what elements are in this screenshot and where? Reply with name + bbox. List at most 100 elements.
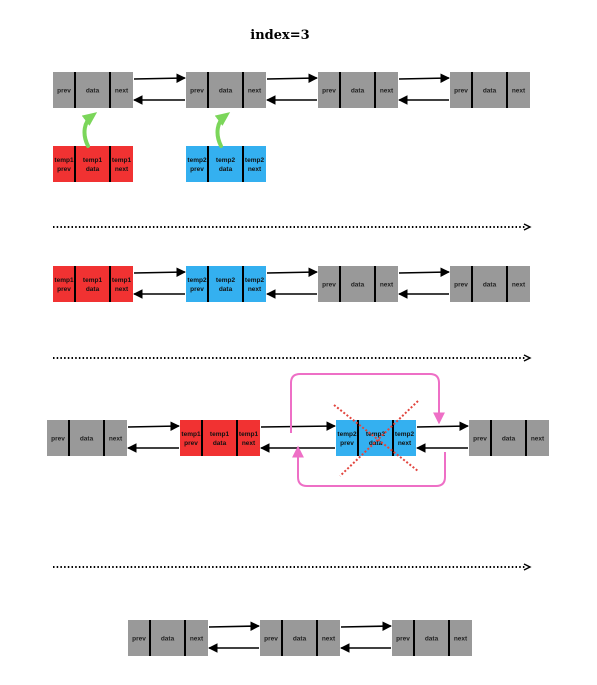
next-arrow bbox=[133, 73, 186, 83]
field-label: temp2 bbox=[187, 277, 207, 284]
next-arrow bbox=[208, 621, 260, 631]
node-box bbox=[53, 146, 133, 182]
field-label: prev bbox=[57, 286, 71, 293]
field-label: data bbox=[351, 282, 365, 289]
field-label: prev bbox=[190, 166, 204, 173]
field-label: temp2 bbox=[245, 157, 265, 164]
next-arrow bbox=[416, 421, 469, 431]
field-label: temp1 bbox=[210, 431, 230, 438]
field-label: data bbox=[80, 436, 94, 443]
field-label: temp1 bbox=[54, 157, 74, 164]
field-label: data bbox=[369, 440, 383, 447]
node-box bbox=[53, 266, 133, 302]
field-label: temp1 bbox=[239, 431, 259, 438]
field-label: next bbox=[398, 440, 412, 447]
pointer-arrow bbox=[214, 112, 231, 148]
delete-cross bbox=[333, 404, 419, 472]
field-label: temp2 bbox=[366, 431, 386, 438]
field-label: data bbox=[219, 286, 233, 293]
field-label: data bbox=[293, 636, 307, 643]
node-gray: prev data next bbox=[186, 72, 266, 108]
node-box bbox=[392, 620, 472, 656]
node-box bbox=[318, 266, 398, 302]
node-box bbox=[260, 620, 340, 656]
field-label: temp2 bbox=[216, 157, 236, 164]
field-label: temp1 bbox=[181, 431, 201, 438]
node-gray: prev data next bbox=[318, 72, 398, 108]
field-label: temp2 bbox=[245, 277, 265, 284]
field-label: prev bbox=[264, 636, 278, 643]
field-label: prev bbox=[454, 88, 468, 95]
field-label: prev bbox=[57, 166, 71, 173]
field-label: next bbox=[454, 636, 468, 643]
field-label: data bbox=[86, 88, 100, 95]
node-box bbox=[47, 420, 127, 456]
field-label: temp1 bbox=[54, 277, 74, 284]
field-label: next bbox=[531, 436, 545, 443]
field-label: prev bbox=[190, 88, 204, 95]
field-label: prev bbox=[132, 636, 146, 643]
node-box bbox=[186, 72, 266, 108]
pointer-arrow bbox=[81, 112, 98, 148]
field-label: next bbox=[115, 286, 129, 293]
field-label: prev bbox=[322, 282, 336, 289]
links-layer bbox=[127, 73, 469, 653]
field-label: prev bbox=[190, 286, 204, 293]
node-box bbox=[186, 266, 266, 302]
node-box bbox=[128, 620, 208, 656]
next-arrow bbox=[127, 421, 180, 431]
next-arrow bbox=[260, 421, 336, 431]
separator-arrowhead bbox=[523, 354, 532, 362]
separator-arrowhead bbox=[523, 223, 532, 231]
node-box bbox=[318, 72, 398, 108]
field-label: temp1 bbox=[112, 157, 132, 164]
field-label: next bbox=[248, 166, 262, 173]
field-label: data bbox=[161, 636, 175, 643]
node-gray: prev data next bbox=[47, 420, 127, 456]
field-label: prev bbox=[51, 436, 65, 443]
field-label: data bbox=[86, 166, 100, 173]
field-label: temp2 bbox=[337, 431, 357, 438]
bypass-prev-arrow bbox=[292, 445, 446, 487]
field-label: next bbox=[248, 286, 262, 293]
bypass-next-arrow bbox=[290, 373, 445, 433]
diagram-title: index=3 bbox=[250, 28, 309, 43]
field-label: data bbox=[219, 88, 233, 95]
field-label: data bbox=[213, 440, 227, 447]
field-label: temp1 bbox=[112, 277, 132, 284]
node-box bbox=[450, 72, 530, 108]
node-box bbox=[186, 146, 266, 182]
field-label: data bbox=[483, 282, 497, 289]
node-box bbox=[53, 72, 133, 108]
field-label: next bbox=[512, 282, 526, 289]
field-label: next bbox=[242, 440, 256, 447]
field-label: prev bbox=[473, 436, 487, 443]
overlay-layer bbox=[53, 112, 532, 571]
field-label: prev bbox=[340, 440, 354, 447]
field-label: data bbox=[351, 88, 365, 95]
field-label: next bbox=[380, 88, 394, 95]
node-box bbox=[180, 420, 260, 456]
field-label: temp1 bbox=[83, 157, 103, 164]
separator-arrowhead bbox=[523, 563, 532, 571]
nodes-layer: prev data next prev data next prev data next prev… bbox=[47, 72, 549, 656]
field-label: temp2 bbox=[395, 431, 415, 438]
node-temp2: temp2 prev temp2 data temp2 next bbox=[186, 266, 266, 302]
field-label: next bbox=[109, 436, 123, 443]
field-label: prev bbox=[322, 88, 336, 95]
next-arrow bbox=[266, 73, 318, 83]
field-label: temp2 bbox=[216, 277, 236, 284]
field-label: temp1 bbox=[83, 277, 103, 284]
field-label: next bbox=[248, 88, 262, 95]
